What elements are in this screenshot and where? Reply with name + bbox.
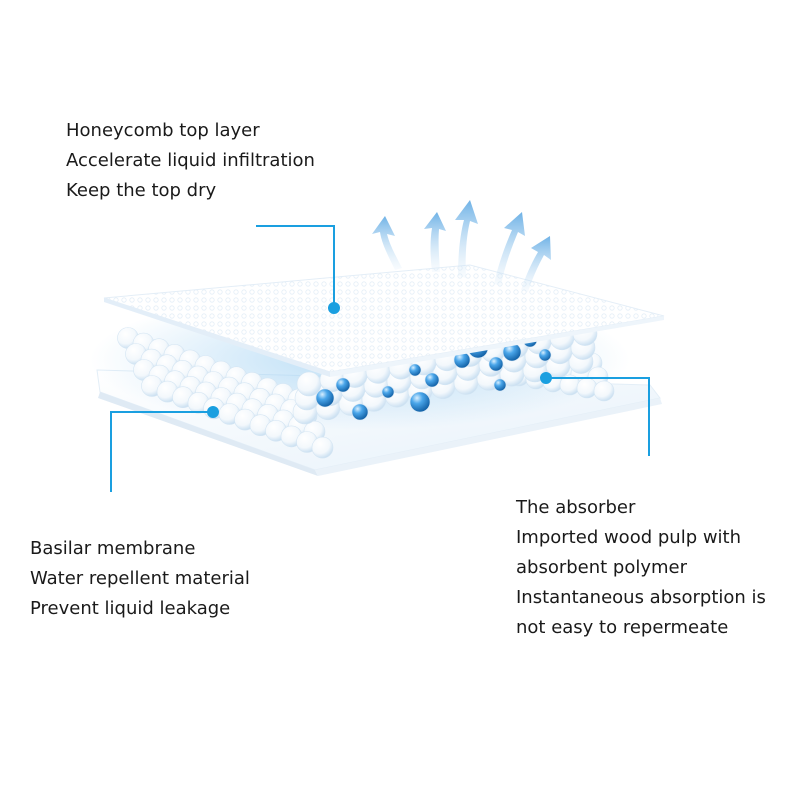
callout-lines — [110, 225, 650, 492]
label-line: Prevent liquid leakage — [30, 598, 231, 619]
absorber-label: The absorber Imported wood pulp with abs… — [516, 493, 766, 643]
water-droplet-icon — [424, 372, 440, 388]
absorber-callout-line — [546, 377, 650, 456]
evaporation-arrow-icon — [455, 200, 478, 278]
basilar-membrane-label: Basilar membrane Water repellent materia… — [30, 534, 250, 624]
callout-dot-icon — [328, 302, 340, 314]
absorber-bead — [311, 436, 334, 459]
water-droplet-icon — [381, 385, 395, 399]
top-layer-callout-line — [256, 225, 335, 308]
water-droplet-group — [315, 332, 552, 421]
water-droplet-icon — [315, 388, 335, 408]
absorber-bead — [576, 377, 598, 399]
evaporation-arrows — [372, 200, 551, 292]
callout-dot-icon — [540, 372, 552, 384]
water-droplet-icon — [408, 363, 422, 377]
label-line: Basilar membrane — [30, 538, 196, 559]
water-droplet-icon — [335, 377, 351, 393]
evaporation-arrow-icon — [372, 216, 402, 270]
label-line: not easy to repermeate — [516, 617, 729, 638]
label-line: Accelerate liquid infiltration — [66, 150, 315, 171]
callout-dot-icon — [207, 406, 219, 418]
label-line: Keep the top dry — [66, 180, 217, 201]
water-droplet-icon — [409, 391, 431, 413]
water-droplet-icon — [488, 356, 504, 372]
evaporation-arrow-icon — [521, 236, 551, 292]
label-line: Honeycomb top layer — [66, 120, 260, 141]
label-line: Imported wood pulp with — [516, 527, 742, 548]
label-line: The absorber — [516, 497, 636, 518]
top-layer-label: Honeycomb top layer Accelerate liquid in… — [66, 116, 315, 206]
evaporation-arrow-icon — [494, 212, 525, 286]
water-droplet-icon — [538, 348, 552, 362]
water-droplet-icon — [351, 403, 369, 421]
honeycomb-top-sheet — [103, 264, 665, 377]
evaporation-arrow-icon — [424, 212, 446, 272]
absorber-bead — [296, 371, 322, 397]
label-line: Instantaneous absorption is — [516, 587, 766, 608]
label-line: absorbent polymer — [516, 557, 688, 578]
label-line: Water repellent material — [30, 568, 250, 589]
membrane-callout-line — [110, 411, 213, 492]
water-droplet-icon — [493, 378, 507, 392]
absorber-bead — [593, 380, 615, 402]
